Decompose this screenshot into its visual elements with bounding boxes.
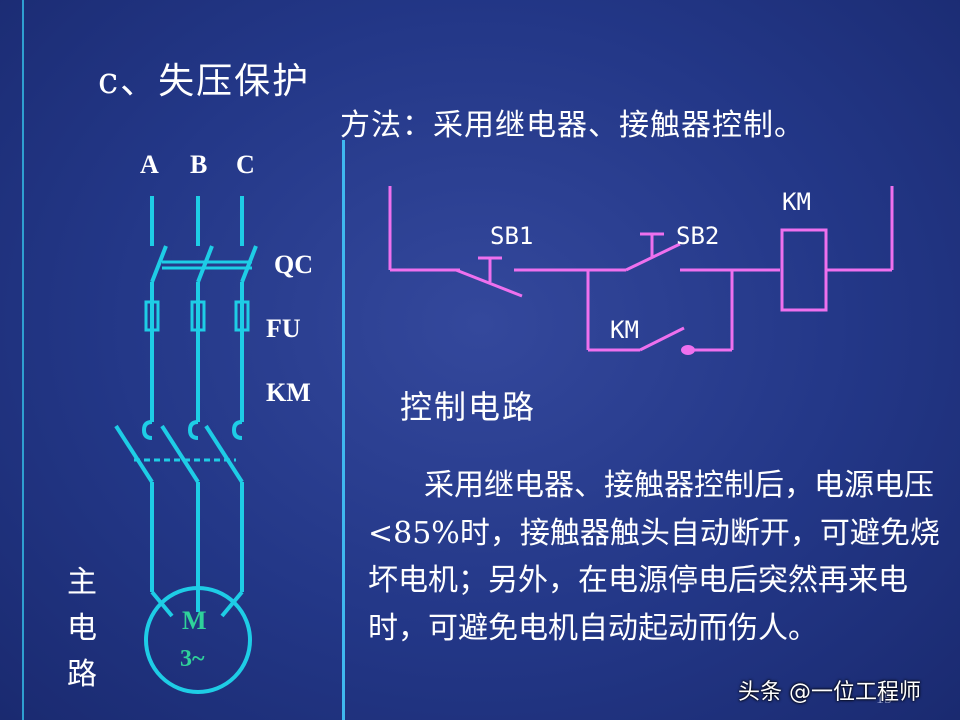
km-coil-label: KM bbox=[782, 188, 811, 216]
phase-label-b: B bbox=[190, 150, 208, 179]
description-text: 采用继电器、接触器控制后，电源电压<85%时，接触器触头自动断开，可避免烧坏电机… bbox=[368, 468, 940, 646]
left-border-line bbox=[22, 0, 24, 720]
km-contact-b bbox=[187, 420, 199, 440]
km-contact-a bbox=[141, 420, 153, 440]
phase-label-c: C bbox=[236, 150, 255, 179]
main-circuit-side-label: 主 电 路 bbox=[62, 560, 102, 698]
km-coil bbox=[780, 228, 828, 312]
sb1-contact bbox=[455, 268, 523, 298]
sb1-label: SB1 bbox=[490, 222, 534, 250]
motor-circle bbox=[144, 586, 252, 694]
km-contact-label: KM bbox=[610, 316, 639, 344]
side-char-3: 路 bbox=[67, 657, 97, 692]
phase-label-a: A bbox=[140, 150, 159, 179]
watermark: 头条 @一位工程师 bbox=[738, 680, 921, 705]
motor-spec: 3~ bbox=[180, 646, 205, 672]
side-char-2: 电 bbox=[67, 611, 97, 646]
motor-name: M bbox=[182, 606, 207, 635]
qc-blade-b bbox=[196, 245, 214, 283]
km-main-label: KM bbox=[266, 378, 311, 407]
km-aux-contact bbox=[639, 326, 685, 352]
sb2-label: SB2 bbox=[676, 222, 720, 250]
side-char-1: 主 bbox=[67, 565, 97, 600]
qc-blade-c bbox=[240, 245, 258, 283]
divider-line bbox=[342, 140, 345, 720]
control-circuit-title: 控制电路 bbox=[400, 388, 537, 426]
qc-blade-a bbox=[150, 245, 168, 283]
method-text: 方法：采用继电器、接触器控制。 bbox=[340, 108, 805, 143]
page-number: 15 bbox=[876, 690, 892, 707]
control-circuit-diagram bbox=[388, 186, 894, 352]
page-title: c、失压保护 bbox=[98, 61, 311, 102]
fu-label: FU bbox=[266, 314, 301, 343]
km-contact-c bbox=[231, 420, 243, 440]
qc-label: QC bbox=[274, 250, 313, 279]
